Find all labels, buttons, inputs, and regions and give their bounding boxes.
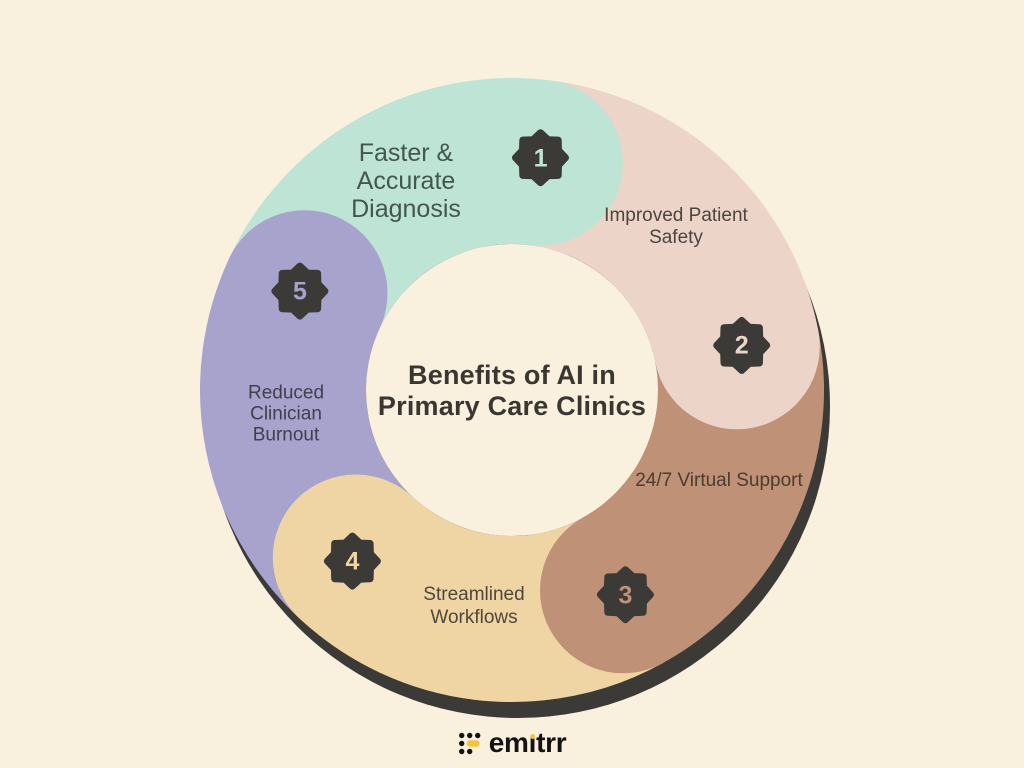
segment-label-3: 24/7 Virtual Support bbox=[635, 470, 803, 491]
badge-seal-icon-5 bbox=[271, 262, 329, 320]
logo-accent-shape bbox=[466, 739, 480, 747]
badge-seal-icon-2 bbox=[713, 316, 771, 374]
badge-seal-icon-1 bbox=[512, 129, 569, 187]
badge-seal-icon-3 bbox=[596, 566, 654, 624]
badge-seal-icon-4 bbox=[323, 532, 381, 590]
badge-number-2: 2 bbox=[734, 331, 749, 360]
segment-label-5: Reduced Clinician Burnout bbox=[247, 382, 325, 446]
emitrr-logo-icon bbox=[458, 731, 482, 756]
brand-text-pre: em bbox=[488, 727, 529, 758]
brand-i-tittle-dot bbox=[529, 733, 535, 739]
brand-letter-i: ı bbox=[528, 727, 537, 758]
inner-circle bbox=[366, 244, 658, 536]
segment-label-2: Improved Patient Safety bbox=[604, 205, 748, 248]
badge-number-1: 1 bbox=[533, 144, 548, 173]
segment-label-4: Streamlined Workflows bbox=[423, 584, 525, 628]
center-title: Benefits of AI in Primary Care Clinics bbox=[377, 360, 647, 421]
badge-number-4: 4 bbox=[345, 547, 360, 576]
badge-number-5: 5 bbox=[292, 277, 307, 306]
segment-label-1: Faster & Accurate Diagnosis bbox=[351, 139, 461, 223]
badge-number-3: 3 bbox=[618, 581, 633, 610]
brand-text-post: trr bbox=[536, 727, 567, 758]
